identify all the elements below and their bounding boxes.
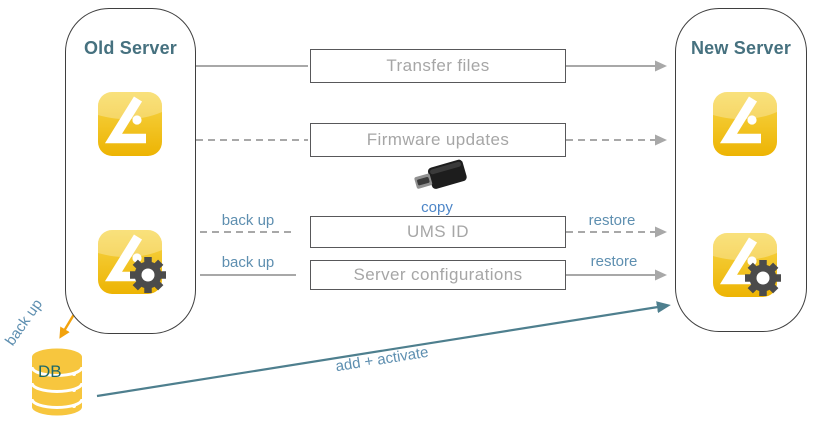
flow-box-firmware-updates: Firmware updates	[310, 123, 566, 157]
gear-icon	[130, 257, 166, 293]
usb-stick-icon	[414, 159, 467, 189]
db-label: DB	[38, 362, 62, 381]
flow-box-label: Firmware updates	[366, 130, 510, 149]
flow-box-transfer-files: Transfer files	[310, 49, 566, 83]
restore-label-server-config: restore	[590, 253, 638, 270]
backup-label-server-config: back up	[221, 254, 275, 271]
flow-box-label: Transfer files	[386, 56, 490, 75]
ums-app-icon-old	[98, 92, 162, 156]
flow-box-server-configurations: Server configurations	[310, 260, 566, 290]
ums-configuration-icon-new	[713, 233, 781, 297]
database-cylinder-icon	[30, 348, 84, 416]
new-server-title: New Server	[690, 38, 792, 58]
flow-box-label: Server configurations	[353, 265, 523, 284]
restore-label-ums-id: restore	[588, 212, 636, 229]
flow-box-ums-id: UMS ID	[310, 216, 566, 248]
gear-icon	[745, 260, 781, 296]
add-activate-arrow	[96, 301, 671, 398]
backup-label-ums-id: back up	[221, 212, 275, 229]
flow-box-label: UMS ID	[407, 222, 469, 241]
ums-configuration-icon-old	[98, 230, 166, 294]
old-server-title: Old Server	[83, 38, 178, 58]
ums-app-icon-new	[713, 92, 777, 156]
copy-label: copy	[421, 199, 453, 216]
